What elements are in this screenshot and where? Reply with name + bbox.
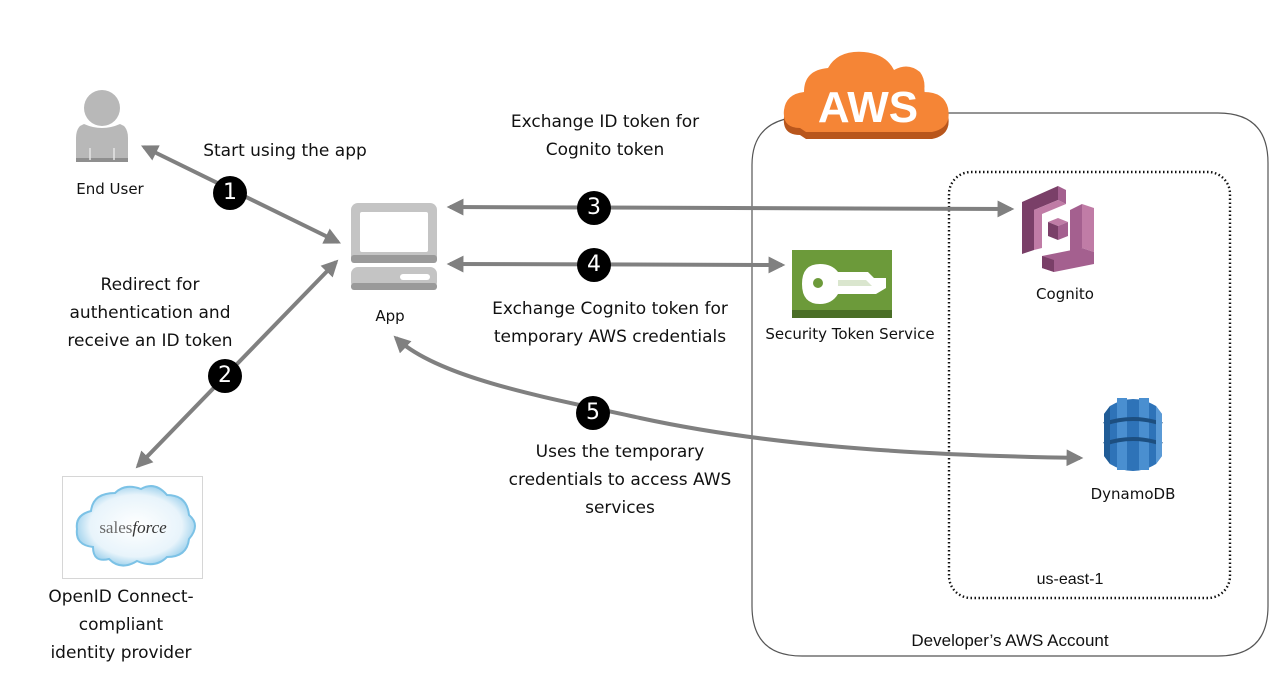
key-icon [792, 250, 892, 318]
sts-label: Security Token Service [765, 325, 935, 343]
arrow-step-4 [446, 255, 786, 274]
sts-node[interactable] [792, 250, 892, 318]
step-5-label-line-2: credentials to access AWS [508, 470, 732, 490]
step-4-badge: 4 [577, 248, 611, 282]
step-4-label-line-1: Exchange Cognito token for [492, 299, 728, 319]
identity-provider-label-line-3: identity provider [50, 643, 192, 663]
arrow-step-3 [446, 198, 1015, 218]
identity-provider-node[interactable]: salesforce [62, 476, 203, 579]
step-2-badge: 2 [208, 359, 242, 393]
aws-cloud-icon: AWS [783, 51, 949, 139]
salesforce-cloud-logo: salesforce [75, 485, 196, 567]
identity-provider-label-line-1: OpenID Connect- [48, 587, 194, 607]
cognito-node[interactable] [1018, 178, 1110, 274]
step-5-label-line-1: Uses the temporary [535, 442, 705, 462]
user-icon [76, 90, 128, 162]
dynamodb-node[interactable] [1102, 392, 1164, 474]
step-4-label-line-2: temporary AWS credentials [493, 327, 727, 347]
end-user-label: End User [76, 180, 144, 198]
step-3-label-line-1: Exchange ID token for [510, 112, 700, 132]
arrow-step-5 [393, 335, 1084, 467]
app-node[interactable] [350, 200, 440, 295]
app-label: App [375, 307, 405, 325]
cognito-label: Cognito [1036, 285, 1094, 303]
dynamodb-label: DynamoDB [1090, 485, 1176, 503]
aws-logo-text: AWS [818, 83, 918, 132]
aws-logo: AWS [776, 48, 976, 163]
step-2-label-line-2: authentication and [69, 303, 231, 323]
step-1-badge: 1 [213, 176, 247, 210]
identity-provider-label-line-2: compliant [78, 615, 164, 635]
desktop-computer-icon [351, 203, 437, 290]
svg-text:salesforce: salesforce [99, 518, 167, 537]
step-3-badge: 3 [577, 191, 611, 225]
step-5-badge: 5 [576, 396, 610, 430]
aws-account-boundary [751, 112, 1269, 657]
salesforce-logo-italic: force [132, 518, 167, 537]
end-user-node[interactable] [62, 86, 142, 196]
step-5-label-line-3: services [585, 498, 655, 518]
step-2-label-line-1: Redirect for [100, 275, 200, 295]
step-3-label-line-2: Cognito token [545, 140, 665, 160]
step-2-label-line-3: receive an ID token [67, 331, 233, 351]
salesforce-logo-text: sales [99, 518, 132, 537]
cognito-icon [1022, 186, 1094, 272]
database-icon [1103, 398, 1163, 471]
step-1-label: Start using the app [203, 141, 367, 161]
account-label: Developer’s AWS Account [911, 631, 1109, 650]
region-label: us-east-1 [1036, 571, 1104, 588]
